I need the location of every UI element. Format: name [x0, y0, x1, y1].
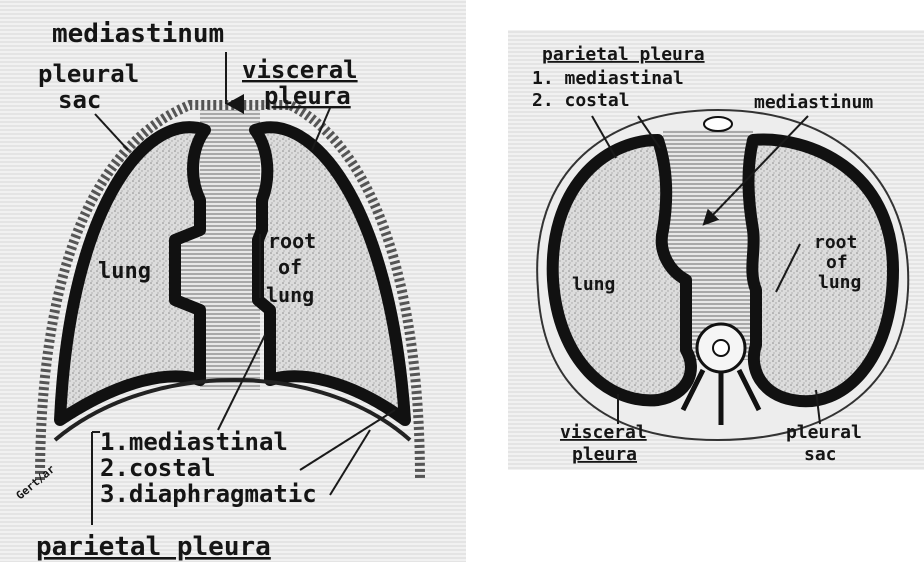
label-visceral-pleura-right-1: visceral: [560, 422, 647, 443]
label-item-costal: 2.costal: [100, 454, 216, 482]
label-root-right-2: of: [826, 252, 848, 273]
label-pleural-sac-right-2: sac: [804, 444, 837, 465]
left-lung-transverse: [553, 140, 691, 400]
label-pleural-sac-2: sac: [58, 86, 101, 114]
label-root-right-3: lung: [818, 272, 861, 293]
label-parietal-pleura-right: parietal pleura: [542, 44, 705, 65]
label-item-diaphragmatic: 3.diaphragmatic: [100, 480, 317, 508]
label-item-mediastinal: 1.mediastinal: [100, 428, 288, 456]
label-item-costal-right: 2. costal: [532, 90, 630, 111]
frontal-section-svg: mediastinum pleural sac visceral pleura …: [0, 0, 466, 562]
label-root-1: root: [268, 229, 316, 253]
root-of-lung-region: [175, 240, 260, 300]
frontal-section-diagram: mediastinum pleural sac visceral pleura …: [0, 0, 466, 562]
label-root-3: lung: [266, 283, 314, 307]
label-pleural-sac-1: pleural: [38, 60, 139, 88]
label-lung-right: lung: [572, 274, 615, 295]
label-mediastinum: mediastinum: [52, 19, 224, 49]
label-parietal-pleura: parietal pleura: [36, 532, 271, 562]
label-visceral-pleura-1: visceral: [242, 56, 358, 84]
label-root-2: of: [278, 255, 302, 279]
label-pleural-sac-right-1: pleural: [786, 422, 862, 443]
label-visceral-pleura-2: pleura: [264, 82, 351, 110]
sternum: [704, 117, 732, 131]
label-mediastinum-right: mediastinum: [754, 92, 873, 113]
label-root-right-1: root: [814, 232, 857, 253]
transverse-section-svg: parietal pleura 1. mediastinal 2. costal…: [508, 30, 924, 470]
transverse-section-diagram: parietal pleura 1. mediastinal 2. costal…: [508, 30, 924, 470]
label-visceral-pleura-right-2: pleura: [572, 444, 637, 465]
label-lung: lung: [98, 259, 151, 284]
label-item-mediastinal-right: 1. mediastinal: [532, 68, 684, 89]
